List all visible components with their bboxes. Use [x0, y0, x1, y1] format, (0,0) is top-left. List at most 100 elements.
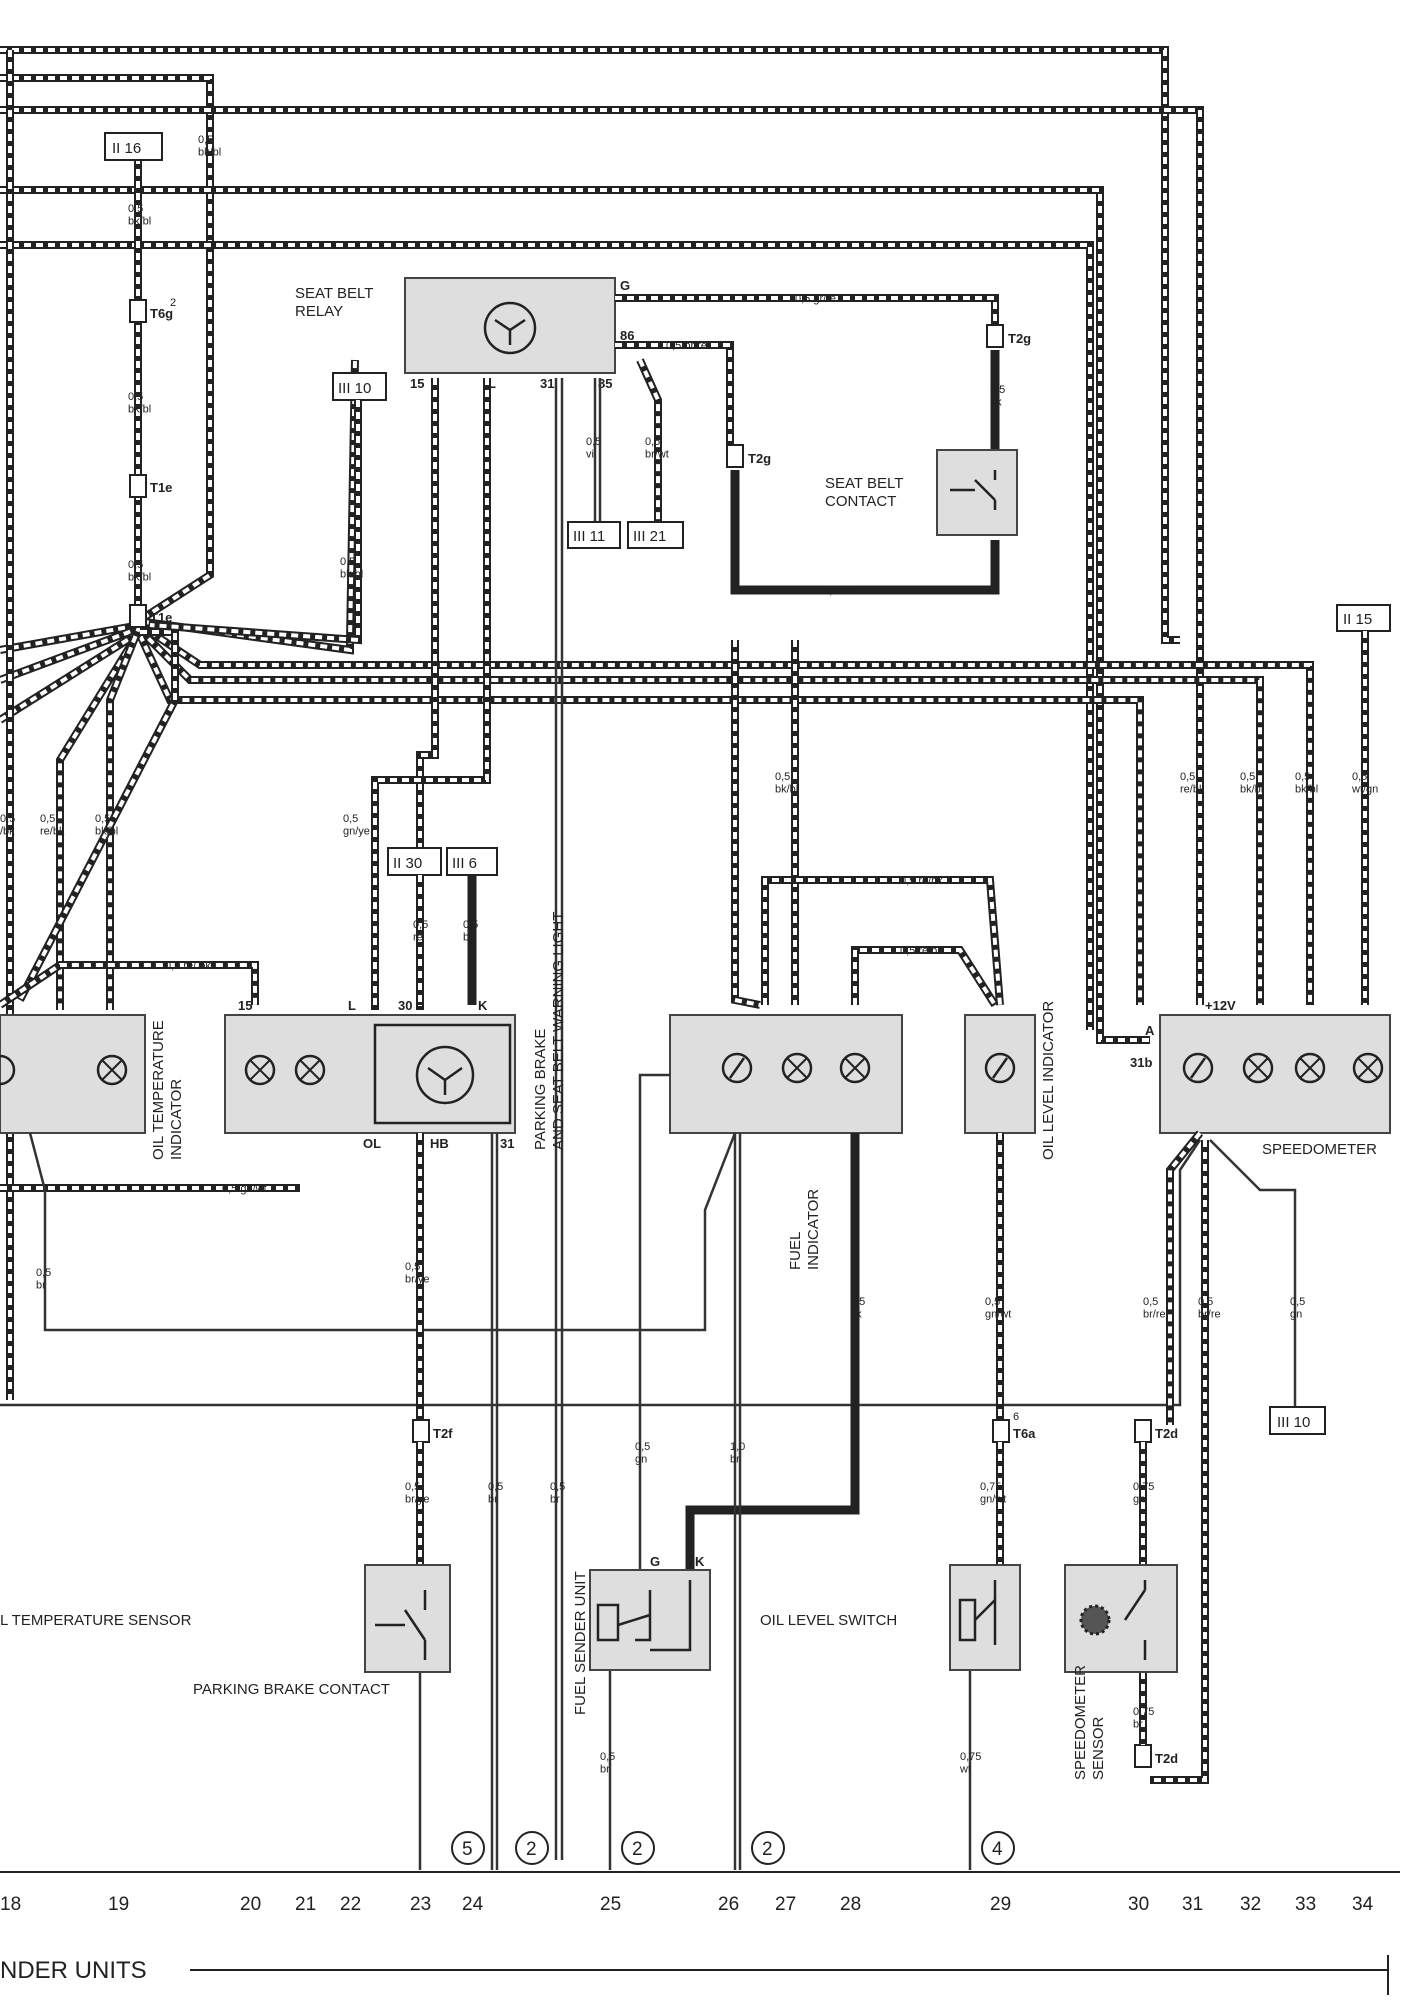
pb-pin-31: 31: [500, 1136, 514, 1151]
wire-label-23: 0,5 re/bk: [900, 875, 943, 887]
circled-number-1: 5: [462, 1839, 473, 1860]
T1e-b-label: T1e: [150, 610, 172, 625]
pin-31: 31: [540, 376, 554, 391]
wire-label-24: 0,5 re/ bk: [165, 960, 211, 972]
ref-III21-label: III 21: [633, 528, 666, 545]
T2d-b-label: T2d: [1155, 1751, 1178, 1766]
track-24: 24: [462, 1894, 484, 1915]
speedometer-sensor: SPEEDOMETERSENSOR: [1064, 1564, 1178, 1780]
connector-T6g: T6g 2: [129, 297, 176, 323]
track-20: 20: [240, 1894, 261, 1915]
circled-number-2: 2: [526, 1839, 537, 1860]
oil-level-indicator-label: OIL LEVEL INDICATOR: [1040, 1001, 1057, 1160]
pin-15: 15: [410, 376, 424, 391]
circled-number-4: 2: [762, 1839, 773, 1860]
speedometer: A +12V 31b SPEEDOMETER: [1130, 998, 1391, 1158]
track-27: 27: [775, 1894, 796, 1915]
left-vertical-wires: [6, 50, 142, 1400]
track-28: 28: [840, 1894, 861, 1915]
ref-III6-label: III 6: [452, 855, 477, 872]
connector-T2g-b: T2g: [986, 324, 1031, 348]
pin-L: L: [488, 376, 496, 391]
parking-brake-warning-unit: 15 L 30 K OL HB 31: [224, 998, 516, 1151]
track-numbers: 18 19 20 21 22 23 24 25 26 27 28 29 30 3…: [0, 1894, 1374, 1915]
oil-level-switch-label: OIL LEVEL SWITCH: [760, 1612, 897, 1629]
track-32: 32: [1240, 1894, 1261, 1915]
wire-label-25: 0,5 re/bk: [900, 945, 943, 957]
oil-temperature-sensor-label: L TEMPERATURE SENSOR: [0, 1612, 192, 1629]
fuel-indicator-label: FUELINDICATOR: [787, 1189, 822, 1270]
speedometer-sensor-label: SPEEDOMETERSENSOR: [1072, 1665, 1107, 1780]
wire-label-11: 0,5 bk: [823, 585, 853, 597]
top-bus-wires: [0, 46, 1204, 1044]
fs-pin-G: G: [650, 1554, 660, 1569]
track-29: 29: [990, 1894, 1011, 1915]
pb-pin-30: 30: [398, 998, 412, 1013]
speedometer-label: SPEEDOMETER: [1262, 1141, 1377, 1158]
oil-temperature-indicator: OIL TEMPERATUREINDICATOR: [0, 1014, 185, 1160]
track-26: 26: [718, 1894, 739, 1915]
track-34: 34: [1352, 1894, 1374, 1915]
oil-level-switch: OIL LEVEL SWITCH: [760, 1564, 1021, 1671]
track-19: 19: [108, 1894, 129, 1915]
wire-label-17: 0,5/bk: [0, 813, 15, 838]
wire-label-6: 0,5 gr/re: [795, 293, 836, 305]
track-22: 22: [340, 1894, 361, 1915]
ref-III11-label: III 11: [573, 528, 605, 545]
pb-pin-HB: HB: [430, 1136, 449, 1151]
connector-T1e-b: T1e: [129, 604, 172, 628]
pb-pin-15: 15: [238, 998, 252, 1013]
track-33: 33: [1295, 1894, 1316, 1915]
ref-III10-bottom-label: III 10: [1277, 1414, 1310, 1431]
oil-level-indicator: OIL LEVEL INDICATOR: [964, 1001, 1057, 1160]
ref-II30: II 30: [387, 847, 442, 876]
sp-pin-A: A: [1145, 1023, 1155, 1038]
wire-label-26: 0,5 gn/wt: [222, 1183, 267, 1195]
pb-pin-L: L: [348, 998, 356, 1013]
ref-II16: II 16: [104, 132, 163, 161]
T2d-a-label: T2d: [1155, 1426, 1178, 1441]
ref-II15: II 15: [1336, 604, 1391, 632]
T6g-label: T6g: [150, 306, 173, 321]
T2f-label: T2f: [433, 1426, 453, 1441]
connector-T2g-a: T2g: [726, 444, 771, 468]
T6g-sup: 2: [170, 297, 176, 309]
connector-T1e-a: T1e: [129, 474, 172, 498]
oil-temperature-indicator-label: OIL TEMPERATUREINDICATOR: [150, 1020, 185, 1160]
track-25: 25: [600, 1894, 621, 1915]
sp-pin-31b: 31b: [1130, 1055, 1152, 1070]
cross-bus-wires: [0, 359, 1314, 1010]
connector-T2d-a: T2d: [1134, 1419, 1178, 1443]
track-31: 31: [1182, 1894, 1203, 1915]
